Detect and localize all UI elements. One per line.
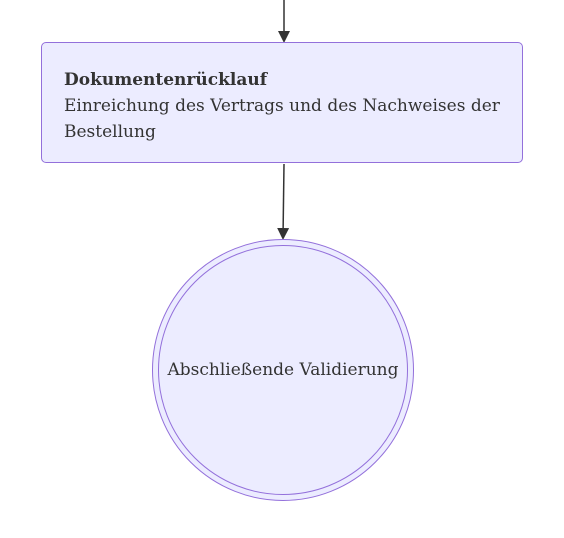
node-abschliessende-validierung: Abschließende Validierung (152, 239, 414, 501)
node-inner-circle: Abschließende Validierung (158, 245, 408, 495)
node-title: Dokumentenrücklauf (64, 70, 268, 90)
edge-rueckl auf-to-validierung-arrow (277, 163, 290, 240)
node-label: Abschließende Validierung (167, 360, 399, 380)
node-description: Einreichung des Vertrags und des Nachwei… (64, 96, 500, 142)
node-dokumentenruecklauf: Dokumentenrücklauf Einreichung des Vertr… (41, 42, 523, 163)
